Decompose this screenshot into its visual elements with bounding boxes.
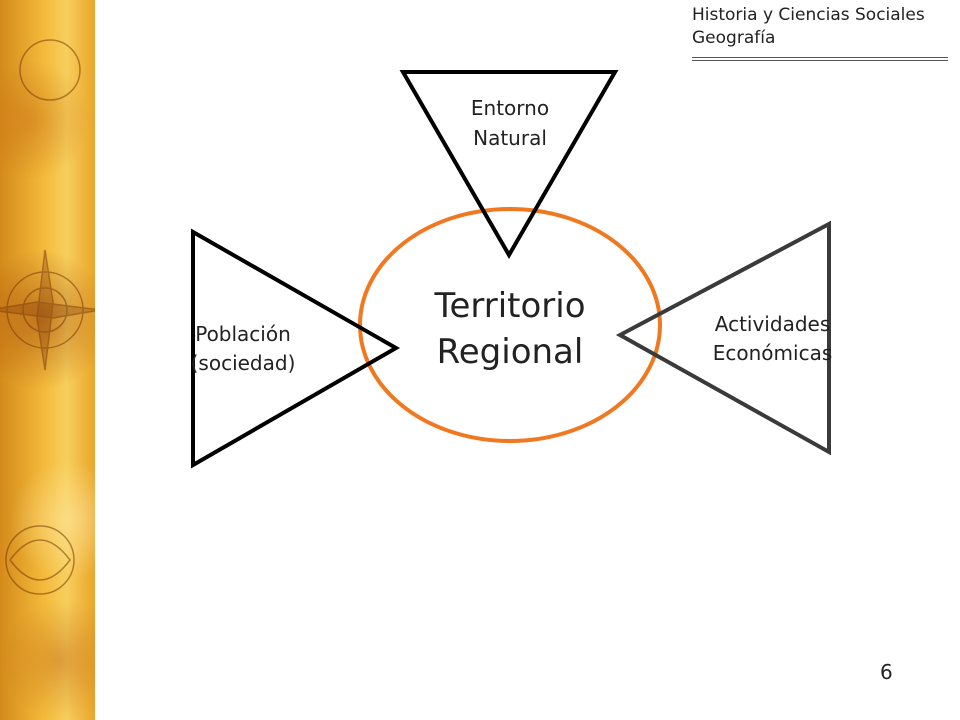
center-node-label-line1: Territorio (434, 286, 586, 326)
decorative-side-strip (0, 0, 95, 720)
page-number: 6 (880, 660, 893, 684)
header-divider (692, 57, 948, 58)
top-node-label-line2: Natural (473, 126, 547, 150)
top-node-label-line1: Entorno (470, 96, 550, 120)
course-header: Historia y Ciencias Sociales Geografía (692, 4, 952, 50)
center-node-label-line2: Regional (436, 332, 584, 372)
right-triangle (615, 220, 831, 456)
right-node-label-line2: Económicas (712, 341, 833, 365)
course-title: Historia y Ciencias Sociales (692, 5, 925, 25)
header-divider-secondary (692, 60, 948, 61)
right-node-label-line1: Actividades (714, 312, 831, 336)
left-node-label-line1: Población (195, 322, 291, 346)
left-node-label: Población (sociedad) (163, 320, 323, 378)
right-node-label: Actividades Económicas (690, 310, 855, 368)
top-node-label: Entorno Natural (440, 93, 580, 153)
territory-ellipse (358, 207, 662, 443)
left-triangle (191, 228, 401, 469)
course-subtitle: Geografía (692, 28, 776, 48)
top-triangle (399, 70, 619, 259)
left-node-label-line2: (sociedad) (190, 351, 296, 375)
center-node-label: Territorio Regional (400, 283, 620, 375)
compass-rose-icon (0, 39, 95, 595)
